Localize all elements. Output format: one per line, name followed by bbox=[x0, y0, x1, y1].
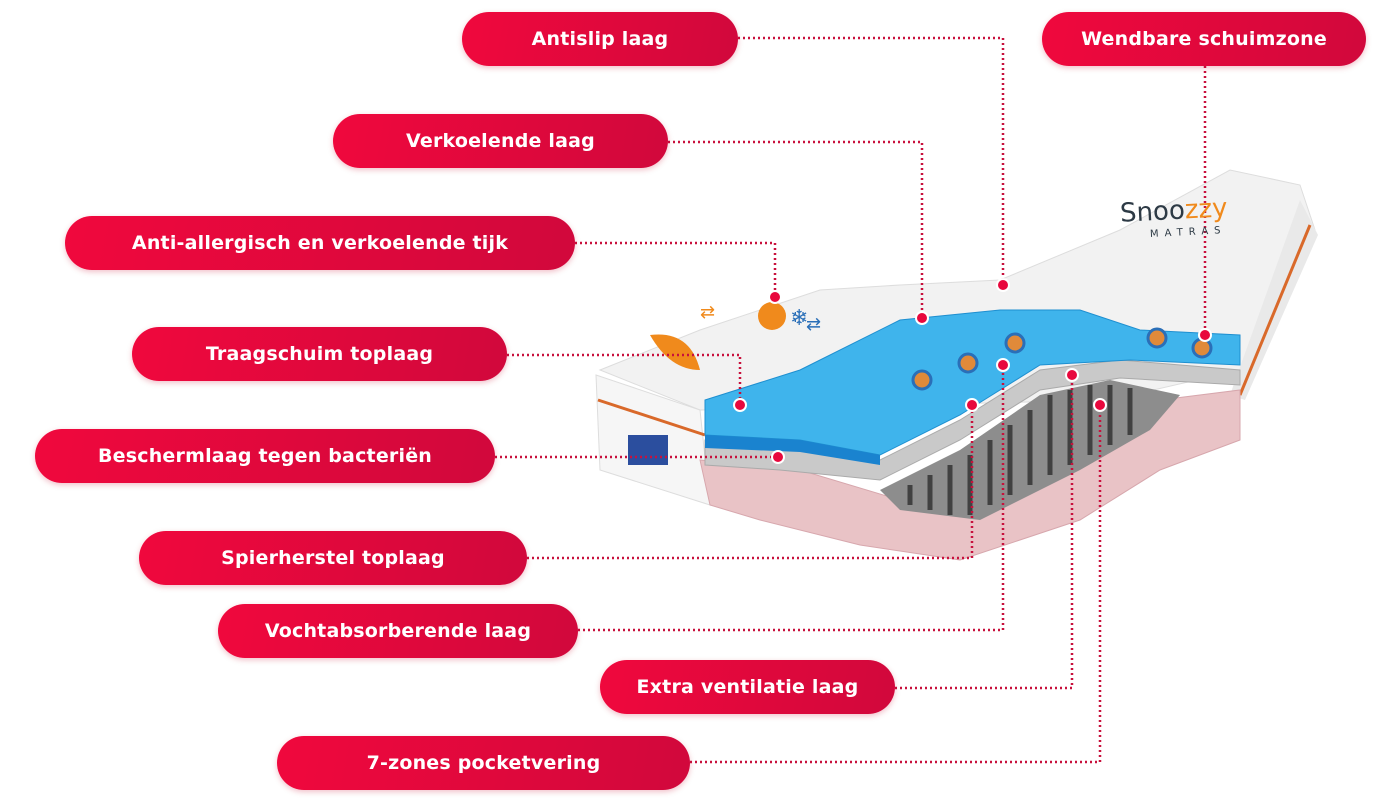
connector-lines bbox=[495, 36, 1207, 764]
label-7-zones-pocketvering: 7-zones pocketvering bbox=[277, 736, 690, 790]
label-spierherstel-toplaag: Spierherstel toplaag bbox=[139, 531, 527, 585]
label-verkoelende-laag: Verkoelende laag bbox=[333, 114, 668, 168]
label-wendbare-schuimzone: Wendbare schuimzone bbox=[1042, 12, 1366, 66]
brand-logo: Snoozzy bbox=[1119, 193, 1229, 229]
label-beschermlaag-bacterien: Beschermlaag tegen bacteriën bbox=[35, 429, 495, 483]
label-vochtabsorberende-laag: Vochtabsorberende laag bbox=[218, 604, 578, 658]
label-anti-allergisch-tijk: Anti-allergisch en verkoelende tijk bbox=[65, 216, 575, 270]
label-tag-icon bbox=[628, 435, 668, 465]
svg-text:❄: ❄ bbox=[790, 306, 808, 331]
svg-text:⇄: ⇄ bbox=[806, 314, 821, 335]
mattress-illustration: ❄ ⇄ ⇄ bbox=[595, 169, 1318, 561]
feather-icon bbox=[650, 334, 700, 370]
label-antislip-laag: Antislip laag bbox=[462, 12, 738, 66]
zone-ball-icons bbox=[911, 327, 1213, 391]
cooling-sun-snowflake-icon: ❄ ⇄ ⇄ bbox=[700, 302, 821, 335]
label-extra-ventilatie-laag: Extra ventilatie laag bbox=[600, 660, 895, 714]
svg-text:⇄: ⇄ bbox=[700, 302, 715, 323]
label-traagschuim-toplaag: Traagschuim toplaag bbox=[132, 327, 507, 381]
connector-dots bbox=[733, 278, 1212, 464]
